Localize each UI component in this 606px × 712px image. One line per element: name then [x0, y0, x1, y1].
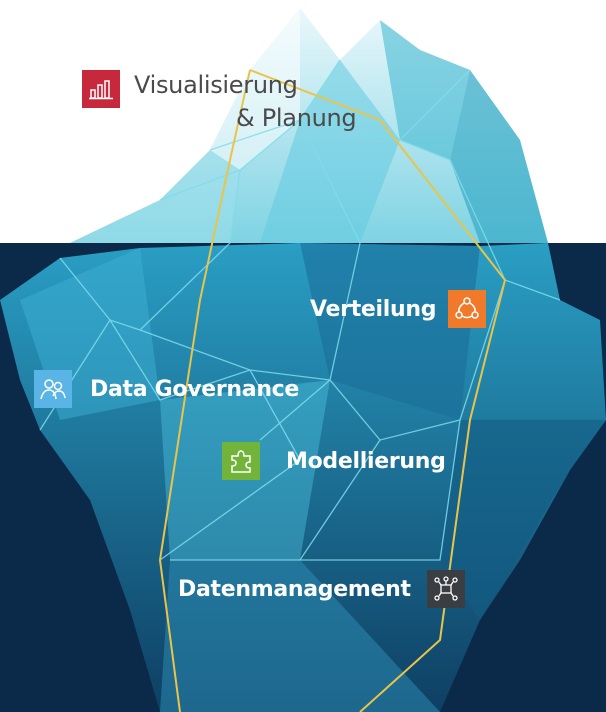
facet-lines — [39, 59, 561, 561]
label-visualisierung: Visualisierung & Planung — [82, 70, 357, 133]
label-modellierung: Modellierung — [222, 442, 446, 480]
label-datenmanagement: Datenmanagement — [178, 570, 465, 608]
label-data-governance: Data Governance — [34, 370, 299, 408]
people-icon — [34, 370, 72, 408]
datenmanagement-title: Datenmanagement — [178, 576, 411, 602]
data-governance-title: Data Governance — [90, 376, 300, 402]
yellow-path — [158, 69, 251, 712]
network-share-icon — [448, 290, 487, 328]
modellierung-title: Modellierung — [286, 448, 446, 474]
bar-chart-icon — [82, 70, 120, 108]
label-verteilung: Verteilung — [310, 290, 487, 328]
verteilung-title: Verteilung — [310, 296, 437, 322]
planung-title: & Planung — [236, 104, 357, 132]
puzzle-icon — [222, 442, 260, 480]
database-network-icon — [426, 570, 465, 608]
visualisierung-title: Visualisierung — [134, 71, 298, 99]
